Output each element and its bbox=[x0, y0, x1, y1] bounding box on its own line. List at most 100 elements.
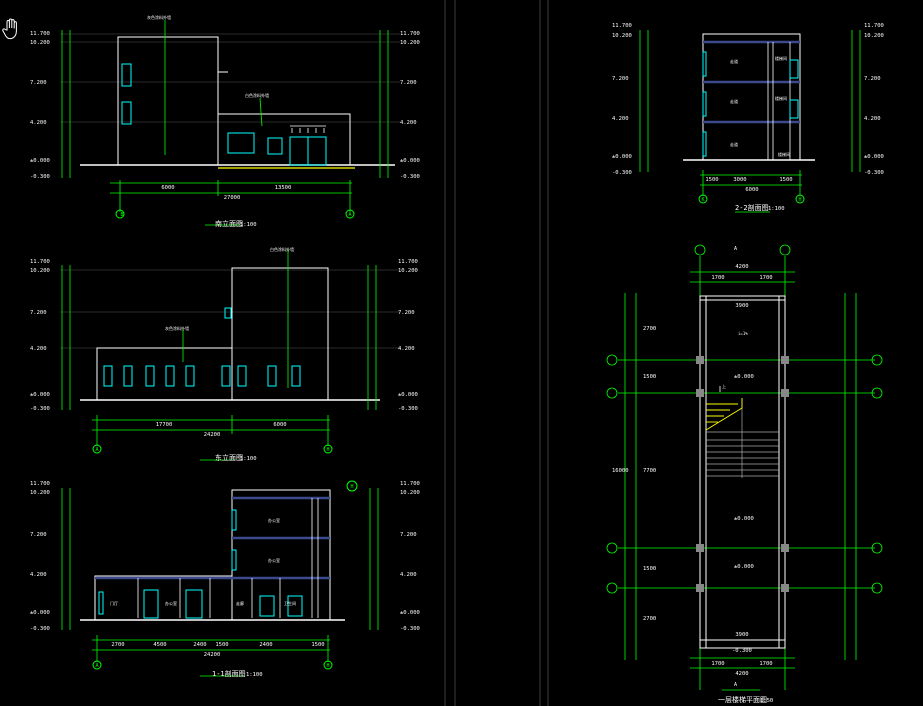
section-1-seg-dim-1: 2700 bbox=[111, 642, 124, 648]
section-1-room-5: 走廊 bbox=[236, 600, 244, 606]
south-elevation-view[interactable] bbox=[60, 20, 400, 226]
south-elev-left-6: -0.300 bbox=[30, 174, 50, 180]
east-seg-dim-2: 6000 bbox=[273, 422, 286, 428]
east-elev-left-4: 4.200 bbox=[30, 346, 47, 352]
section-2-elev-left-4: 4.200 bbox=[612, 116, 629, 122]
section-1-axis-marker: H bbox=[350, 484, 353, 490]
section-1-1-title: 1-1剖面图 bbox=[212, 669, 246, 678]
south-elev-right-5: ±0.000 bbox=[400, 158, 420, 164]
section-1-1-scale: 1:100 bbox=[246, 672, 263, 678]
stair-level-1: ±0.000 bbox=[734, 374, 754, 380]
east-elev-right-1: 11.700 bbox=[398, 259, 418, 265]
section-1-room-1: 办公室 bbox=[268, 517, 280, 523]
section-1-axis-left: A bbox=[95, 663, 98, 669]
section-1-seg-dim-3: 2400 bbox=[193, 642, 206, 648]
section-1-elev-right-3: 7.200 bbox=[400, 532, 417, 538]
section-1-room-3: 门厅 bbox=[110, 600, 118, 606]
stair-plan-title: 一层楼梯平面图 bbox=[718, 695, 767, 704]
section-2-elev-right-2: 10.200 bbox=[864, 33, 884, 39]
section-1-overall-dim: 24200 bbox=[204, 652, 221, 658]
stair-side-dim-5: 2700 bbox=[643, 616, 656, 622]
section-1-1-view[interactable] bbox=[61, 480, 379, 677]
section-1-elev-left-4: 4.200 bbox=[30, 572, 47, 578]
east-note-a: 白色涂料外墙 bbox=[270, 246, 294, 252]
south-elev-right-3: 7.200 bbox=[400, 80, 417, 86]
stair-side-dim-2: 1500 bbox=[643, 374, 656, 380]
stair-plan-view[interactable] bbox=[606, 244, 883, 691]
south-axis-left: B bbox=[120, 212, 123, 218]
east-elevation-scale: 1:100 bbox=[240, 456, 257, 462]
stair-side-dim-1: 2700 bbox=[643, 326, 656, 332]
section-2-elev-left-5: ±0.000 bbox=[612, 154, 632, 160]
section-1-elev-left-1: 11.700 bbox=[30, 481, 50, 487]
stair-top-dim-4: 3900 bbox=[735, 303, 748, 309]
section-2-elev-left-2: 10.200 bbox=[612, 33, 632, 39]
east-elev-right-6: -0.300 bbox=[398, 406, 418, 412]
section-2-axis-left: K bbox=[701, 197, 704, 203]
section-2-elev-right-4: 4.200 bbox=[864, 116, 881, 122]
section-2-elev-left-6: -0.300 bbox=[612, 170, 632, 176]
east-elev-left-6: -0.300 bbox=[30, 406, 50, 412]
east-seg-dim-1: 17700 bbox=[156, 422, 173, 428]
section-1-elev-right-6: -0.300 bbox=[400, 626, 420, 632]
south-elev-right-6: -0.300 bbox=[400, 174, 420, 180]
south-elev-left-5: ±0.000 bbox=[30, 158, 50, 164]
east-overall-dim: 24200 bbox=[204, 432, 221, 438]
stair-bottom-dim-1: 3900 bbox=[735, 632, 748, 638]
section-1-room-4: 办公室 bbox=[165, 600, 177, 606]
stair-top-dim-1: 4200 bbox=[735, 264, 748, 270]
section-1-seg-dim-4: 1500 bbox=[215, 642, 228, 648]
section-1-axis-right: H bbox=[326, 663, 329, 669]
section-1-seg-dim-2: 4500 bbox=[153, 642, 166, 648]
stair-slope-label: i=1% bbox=[738, 331, 748, 336]
section-1-elev-right-1: 11.700 bbox=[400, 481, 420, 487]
south-elev-left-3: 7.200 bbox=[30, 80, 47, 86]
east-elev-right-3: 7.200 bbox=[398, 310, 415, 316]
south-axis-right: A bbox=[348, 212, 351, 218]
stair-up-label: 上 bbox=[722, 383, 726, 389]
hand-pan-icon bbox=[2, 18, 17, 40]
stair-overall-vertical: 16000 bbox=[612, 468, 629, 474]
south-note-a: 灰色涂料外墙 bbox=[147, 14, 171, 20]
section-2-overall-dim: 6000 bbox=[745, 187, 758, 193]
south-elevation-title: 南立面图 bbox=[215, 219, 243, 228]
section-2-seg-dim-1: 1500 bbox=[705, 177, 718, 183]
east-elev-right-5: ±0.000 bbox=[398, 392, 418, 398]
section-1-elev-right-5: ±0.000 bbox=[400, 610, 420, 616]
south-elev-right-2: 10.200 bbox=[400, 40, 420, 46]
stair-bottom-dim-4: 4200 bbox=[735, 671, 748, 677]
section-2-seg-dim-2: 3000 bbox=[733, 177, 746, 183]
stair-plan-scale: 1:50 bbox=[760, 698, 773, 704]
south-elev-left-1: 11.700 bbox=[30, 31, 50, 37]
south-elev-right-1: 11.700 bbox=[400, 31, 420, 37]
section-1-room-6: 卫生间 bbox=[284, 600, 296, 606]
section-2-elev-left-3: 7.200 bbox=[612, 76, 629, 82]
stair-level-3: -0.300 bbox=[732, 648, 752, 654]
east-elevation-view[interactable] bbox=[60, 250, 400, 461]
stair-bottom-dim-3: 1700 bbox=[759, 661, 772, 667]
south-elev-left-4: 4.200 bbox=[30, 120, 47, 126]
section-2-2-scale: 1:100 bbox=[768, 206, 785, 212]
stair-top-dim-3: 1700 bbox=[759, 275, 772, 281]
south-seg-dim-2: 13500 bbox=[275, 185, 292, 191]
section-2-room-4: 楼梯间 bbox=[775, 55, 787, 61]
stair-bottom-dim-2: 1700 bbox=[711, 661, 724, 667]
section-1-elev-right-2: 10.200 bbox=[400, 490, 420, 496]
section-1-room-2: 办公室 bbox=[268, 557, 280, 563]
section-1-elev-left-3: 7.200 bbox=[30, 532, 47, 538]
east-axis-right: H bbox=[326, 447, 329, 453]
east-elev-left-2: 10.200 bbox=[30, 268, 50, 274]
east-elevation-title: 东立面图 bbox=[215, 453, 243, 462]
stair-level-2: ±0.000 bbox=[734, 516, 754, 522]
section-1-seg-dim-5: 2400 bbox=[259, 642, 272, 648]
section-2-axis-right: H bbox=[798, 197, 801, 203]
section-2-2-view[interactable] bbox=[639, 30, 861, 213]
south-elevation-scale: 1:100 bbox=[240, 222, 257, 228]
section-2-elev-right-3: 7.200 bbox=[864, 76, 881, 82]
section-1-elev-left-5: ±0.000 bbox=[30, 610, 50, 616]
east-elev-right-4: 4.200 bbox=[398, 346, 415, 352]
east-axis-left: A bbox=[95, 447, 98, 453]
section-1-elev-left-6: -0.300 bbox=[30, 626, 50, 632]
viewport-separators bbox=[444, 0, 549, 706]
